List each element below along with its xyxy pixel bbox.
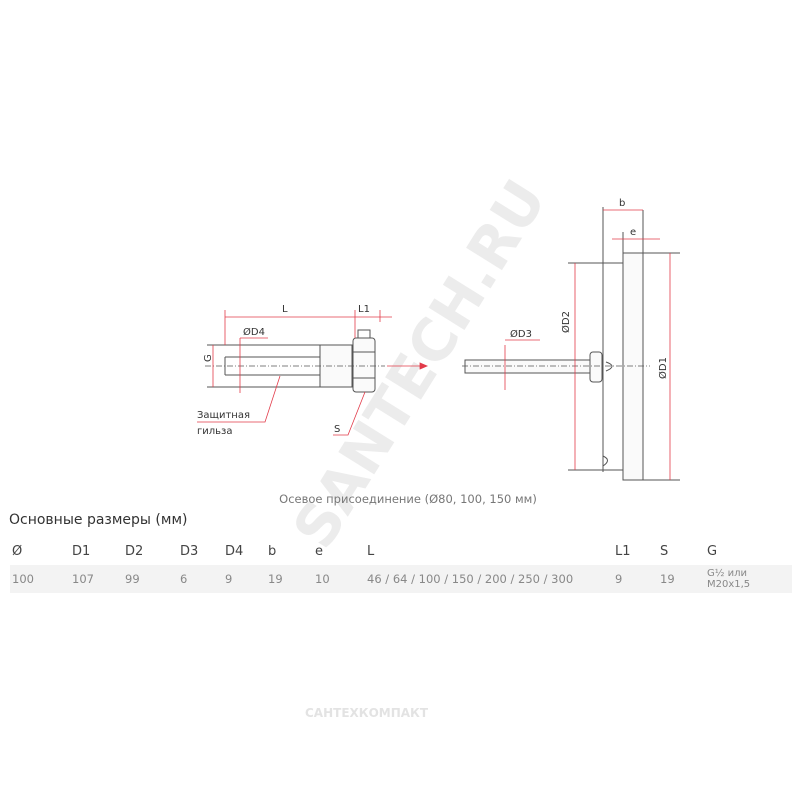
gauge-case — [622, 252, 644, 481]
header-cell: e — [315, 544, 323, 559]
dim-label-e: e — [630, 227, 636, 238]
header-cell: D2 — [125, 544, 144, 559]
table-cell: 19 — [268, 572, 283, 586]
probe-fitting — [589, 351, 603, 383]
table-cell: 6 — [180, 572, 188, 586]
header-cell: G — [707, 544, 718, 559]
header-cell: D3 — [180, 544, 199, 559]
dim-label-D1: ØD1 — [657, 357, 669, 379]
dim-label-b: b — [619, 198, 625, 209]
probe — [464, 359, 591, 374]
header-cell: Ø — [12, 544, 23, 559]
g-line-2: M20x1,5 — [707, 579, 751, 590]
table-cell: 9 — [225, 572, 233, 586]
dim-label-D2: ØD2 — [560, 311, 572, 333]
header-cell: D4 — [225, 544, 244, 559]
dim-label-G: G — [203, 354, 214, 362]
table-cell: 99 — [125, 572, 140, 586]
table-title: Основные размеры (мм) — [9, 512, 188, 528]
table-cell: 10 — [315, 572, 330, 586]
dim-label-L1: L1 — [358, 304, 370, 315]
table-cell: 46 / 64 / 100 / 150 / 200 / 250 / 300 — [367, 572, 574, 586]
table-header-row: Ø D1 D2 D3 D4 b e L L1 S G — [10, 538, 792, 566]
thermowell-nut — [352, 337, 376, 393]
thermowell-outline — [207, 344, 320, 388]
table-cell: 9 — [615, 572, 623, 586]
table-cell: 19 — [660, 572, 675, 586]
header-cell: b — [268, 544, 277, 559]
table-cell-g: G½ или M20x1,5 — [707, 568, 750, 590]
table-cell: 100 — [12, 572, 34, 586]
g-line-1: G½ или — [707, 568, 748, 579]
watermark-santehkompakt: САНТЕХКОМПАКТ — [305, 706, 429, 720]
header-cell: L — [367, 544, 375, 559]
header-cell: D1 — [72, 544, 91, 559]
label-sleeve-2: гильза — [197, 426, 232, 437]
gauge-back — [568, 207, 624, 472]
table-row: 100 107 99 6 9 19 10 46 / 64 / 100 / 150… — [10, 565, 792, 593]
label-sleeve-1: Защитная — [197, 410, 250, 421]
dim-label-L: L — [282, 304, 288, 315]
dim-label-D4: ØD4 — [243, 326, 265, 338]
dim-label-D3: ØD3 — [510, 328, 532, 340]
dim-label-S: S — [334, 424, 340, 435]
drawing-caption: Осевое присоединение (Ø80, 100, 150 мм) — [279, 492, 537, 506]
thermowell-thread — [319, 344, 353, 388]
table-cell: 107 — [72, 572, 94, 586]
header-cell: L1 — [615, 544, 631, 559]
header-cell: S — [660, 544, 669, 559]
